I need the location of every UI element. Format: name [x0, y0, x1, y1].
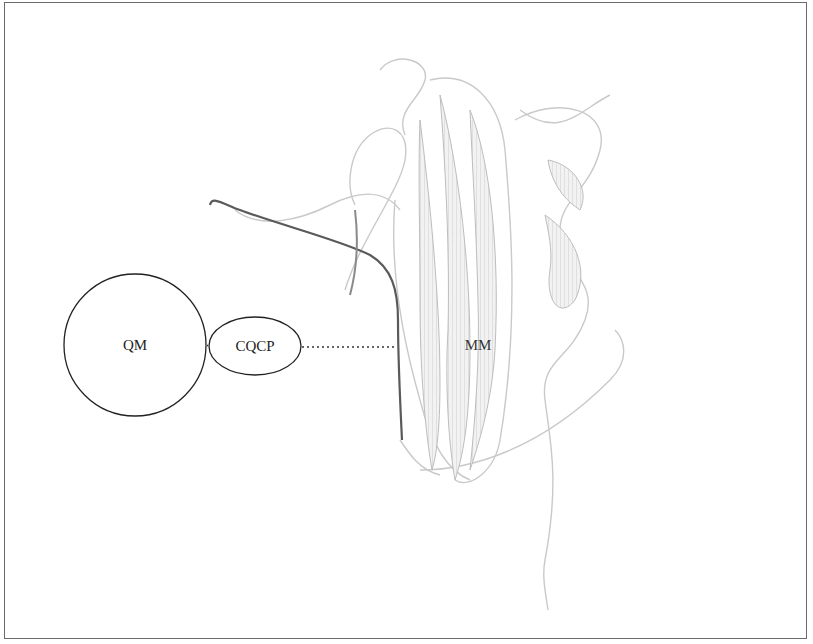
link-atom-ellipse: CQCP	[208, 316, 302, 376]
connector-line	[207, 345, 208, 346]
mm-region-label: MM	[465, 337, 492, 354]
dotted-boundary-link	[302, 346, 396, 347]
qm-region-circle: QM	[63, 273, 207, 417]
node-text: QM	[123, 337, 147, 354]
node-text: CQCP	[235, 338, 274, 355]
